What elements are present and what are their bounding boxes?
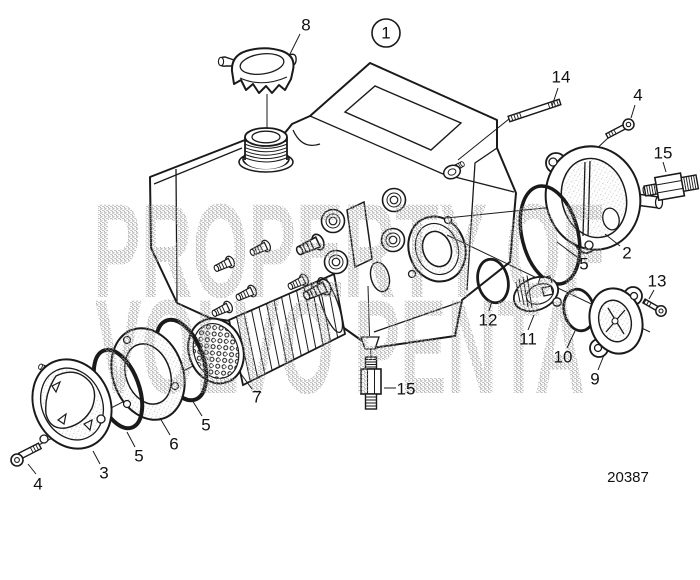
- callout-9: 9: [590, 370, 599, 389]
- callout-5: 5: [201, 416, 210, 435]
- leader-line-10: [566, 330, 576, 349]
- part-filler-neck: [238, 127, 294, 173]
- callout-4: 4: [633, 86, 642, 105]
- leader-line-6: [159, 417, 171, 436]
- leader-line-9: [597, 354, 605, 371]
- callout-13: 13: [648, 272, 667, 291]
- leader-line-3: [92, 450, 101, 465]
- assembly-callout-circle: [371, 18, 401, 48]
- part-expansion-tank-body: [149, 62, 517, 350]
- callout-3: 3: [99, 464, 108, 483]
- callout-5: 5: [134, 447, 143, 466]
- part-filler-cap: [217, 47, 297, 129]
- callout-15: 15: [654, 144, 673, 163]
- callout-5: 5: [579, 255, 588, 274]
- part-screw-13: [641, 298, 667, 317]
- leader-line-4: [630, 104, 636, 119]
- part-thermostat-cover-9: [588, 286, 644, 358]
- callout-7: 7: [252, 388, 261, 407]
- part-heat-exchanger-core: [187, 272, 347, 387]
- leader-line-5: [191, 399, 203, 417]
- part-thermostat-11: [512, 275, 562, 313]
- part-bolt-4-right: [604, 118, 635, 140]
- tank-oval-pad: [369, 261, 391, 293]
- leader-line-11: [527, 314, 535, 331]
- callout-10: 10: [554, 348, 573, 367]
- callout-4: 4: [33, 475, 42, 494]
- leader-line-13: [648, 289, 655, 300]
- watermark-line2: VOLVO PENTA: [95, 273, 585, 422]
- part-end-cover-3: [31, 358, 113, 450]
- drawing-number: 20387: [607, 469, 649, 486]
- part-stud-14: [507, 98, 562, 123]
- callout-12: 12: [479, 311, 498, 330]
- leader-line-2: [604, 233, 621, 247]
- tank-drain-boss: [360, 336, 380, 350]
- watermark: PROPERTY OF VOLVO PENTA: [93, 177, 605, 422]
- part-bolt-4-left: [10, 442, 43, 467]
- callout-layer: 1 8 14 4 15 2 5 13 12 11 10 9 15 7 5 6 5 3 4: [27, 16, 673, 494]
- leader-line-12: [488, 300, 493, 312]
- leader-line-15: [662, 161, 667, 173]
- tank-stud-boss: [442, 158, 467, 180]
- leader-line-5: [126, 431, 136, 448]
- callout-6: 6: [169, 435, 178, 454]
- tank-top-panel: [343, 85, 463, 151]
- watermark-line1: PROPERTY OF: [93, 177, 605, 326]
- callout-1: 1: [381, 24, 390, 43]
- part-end-cover-2: [544, 145, 664, 254]
- leader-line-8: [288, 33, 301, 57]
- part-gasket-5-right: [518, 184, 582, 286]
- part-fitting-15-right: [642, 172, 700, 202]
- part-ring-6: [110, 327, 186, 421]
- callout-11: 11: [519, 330, 537, 349]
- callout-2: 2: [622, 244, 631, 263]
- part-drain-plug-15: [360, 356, 382, 410]
- tank-thermostat-flange: [407, 215, 467, 283]
- leader-line-7: [240, 373, 253, 390]
- callout-15: 15: [397, 380, 416, 399]
- callout-8: 8: [301, 16, 310, 35]
- part-oring-12: [476, 257, 510, 305]
- leader-line-4: [27, 463, 37, 475]
- leader-line-5: [556, 241, 578, 258]
- tank-front-bosses: [320, 187, 407, 275]
- leader-line-14: [551, 87, 559, 107]
- axis-line-drain: [367, 285, 372, 358]
- callout-14: 14: [552, 68, 571, 87]
